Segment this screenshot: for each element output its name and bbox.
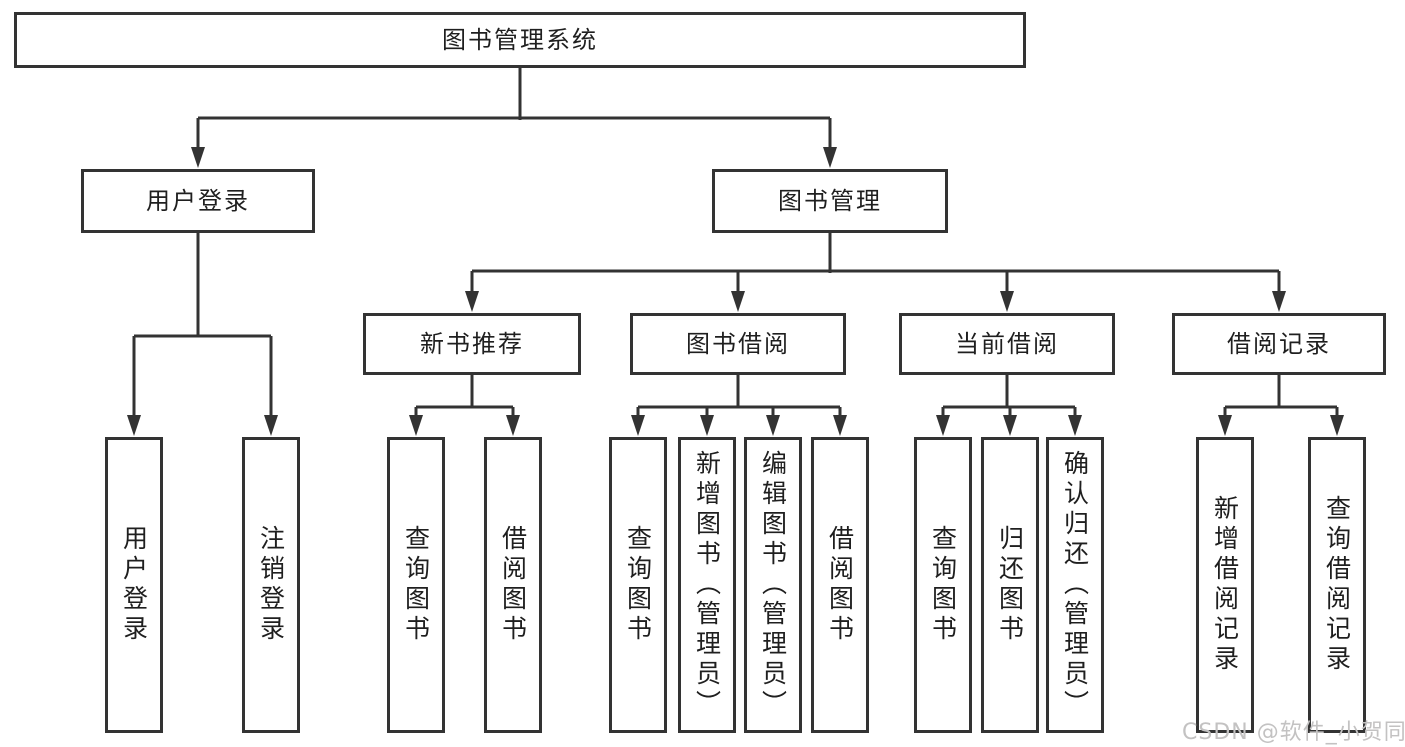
leaf-query-books-recommend: 查询图书 bbox=[387, 437, 445, 733]
node-user-login: 用户登录 bbox=[81, 169, 315, 233]
leaf-borrow-books-borrowing: 借阅图书 bbox=[811, 437, 869, 733]
arrowhead-icons bbox=[127, 147, 1344, 436]
leaf-query-borrow-record: 查询借阅记录 bbox=[1308, 437, 1366, 733]
leaf-return-books: 归还图书 bbox=[981, 437, 1039, 733]
connector-lines bbox=[132, 68, 1339, 420]
leaf-query-books-current: 查询图书 bbox=[914, 437, 972, 733]
node-book-management-system: 图书管理系统 bbox=[14, 12, 1026, 68]
node-borrowing-records: 借阅记录 bbox=[1172, 313, 1386, 375]
leaf-query-books-borrowing: 查询图书 bbox=[609, 437, 667, 733]
csdn-watermark: CSDN @软件_小贺同学 bbox=[1182, 720, 1405, 745]
node-current-borrowing: 当前借阅 bbox=[899, 313, 1115, 375]
leaf-confirm-return-admin: 确认归还（管理员） bbox=[1046, 437, 1104, 733]
node-new-book-recommendation: 新书推荐 bbox=[363, 313, 581, 375]
leaf-add-books-admin: 新增图书（管理员） bbox=[678, 437, 736, 733]
node-book-management: 图书管理 bbox=[712, 169, 948, 233]
leaf-logout: 注销登录 bbox=[242, 437, 300, 733]
leaf-user-login: 用户登录 bbox=[105, 437, 163, 733]
leaf-borrow-books-recommend: 借阅图书 bbox=[484, 437, 542, 733]
leaf-add-borrow-record: 新增借阅记录 bbox=[1196, 437, 1254, 733]
leaf-edit-books-admin: 编辑图书（管理员） bbox=[744, 437, 802, 733]
node-book-borrowing: 图书借阅 bbox=[630, 313, 846, 375]
